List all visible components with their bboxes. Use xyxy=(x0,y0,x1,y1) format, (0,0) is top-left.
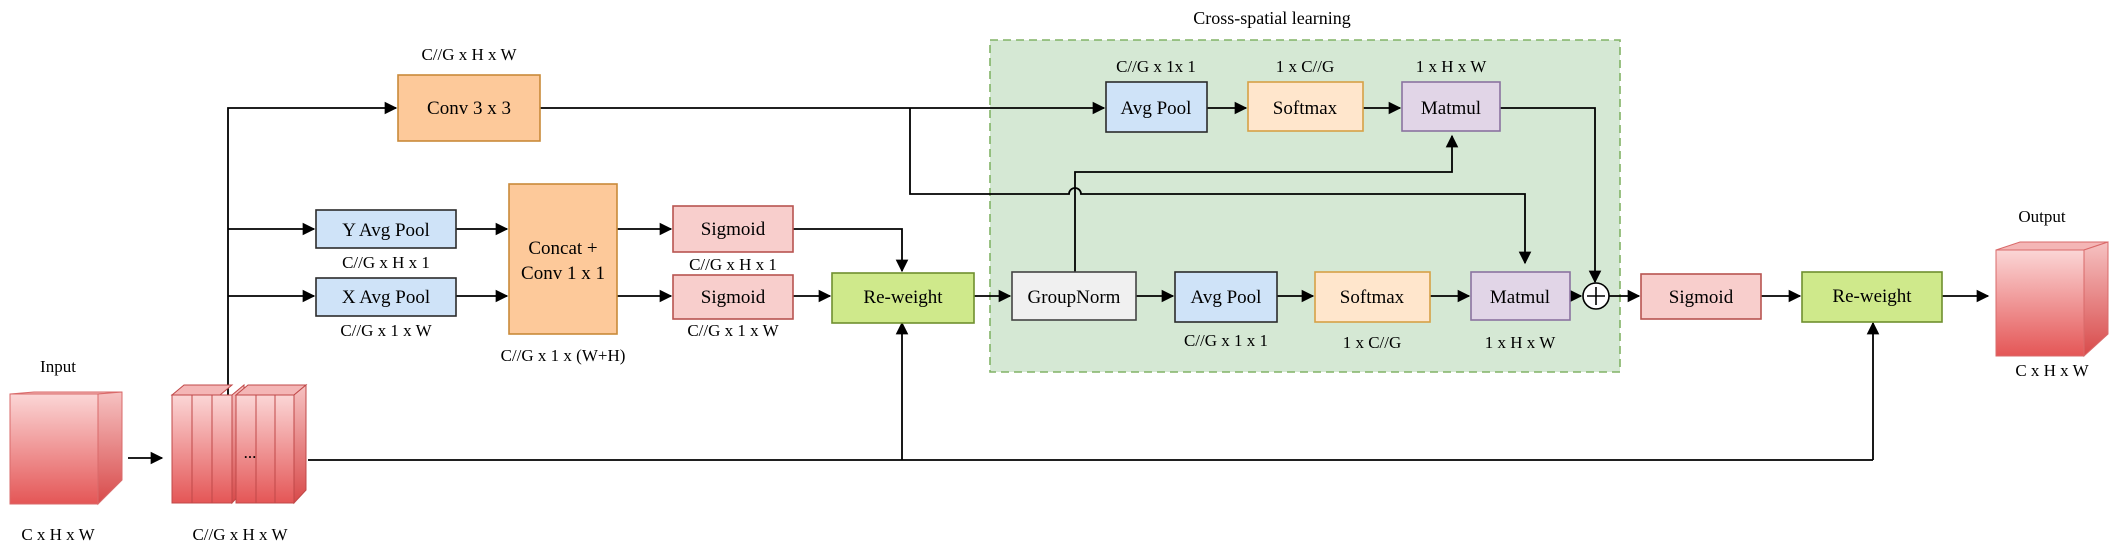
adder-node xyxy=(1582,282,1610,310)
avgpool-top-node: Avg Pool xyxy=(1105,81,1208,133)
xavg-node: X Avg Pool xyxy=(315,277,457,317)
output-cube xyxy=(1995,241,2109,358)
avgpool-top-label: Avg Pool xyxy=(1121,98,1192,119)
sigmoid3-node: Sigmoid xyxy=(1640,273,1762,320)
groupnorm-node: GroupNorm xyxy=(1011,271,1137,321)
softmax-top-node: Softmax xyxy=(1247,81,1364,132)
concat-label-line2: Conv 1 x 1 xyxy=(521,263,605,284)
edges xyxy=(128,101,1990,465)
avgpool-bot-node: Avg Pool xyxy=(1174,271,1278,323)
matmul-top-caption: 1 x H x W xyxy=(1416,57,1487,76)
output-caption: C x H x W xyxy=(2015,361,2089,380)
edge-trunk xyxy=(227,101,398,398)
matmul-bot-label: Matmul xyxy=(1490,287,1550,308)
sigmoid3-label: Sigmoid xyxy=(1669,287,1734,308)
input-title: Input xyxy=(40,357,76,376)
output-title: Output xyxy=(2018,207,2066,226)
sigmoid2-caption: C//G x 1 x W xyxy=(687,321,779,340)
matmul-top-label: Matmul xyxy=(1421,98,1481,119)
softmax-bot-caption: 1 x C//G xyxy=(1343,333,1402,352)
group-caption: C//G x H x W xyxy=(192,525,288,544)
softmax-top-caption: 1 x C//G xyxy=(1276,57,1335,76)
yavg-caption: C//G x H x 1 xyxy=(342,253,430,272)
group-slice-2 xyxy=(191,394,213,504)
yavg-node: Y Avg Pool xyxy=(315,209,457,249)
group-slice-6 xyxy=(274,394,295,504)
conv3-node: Conv 3 x 3 xyxy=(397,74,541,142)
edge-matmul-top-adder xyxy=(1500,107,1602,284)
group-dots: ... xyxy=(244,443,257,462)
region-title: Cross-spatial learning xyxy=(1193,8,1350,28)
avgpool-bot-caption: C//G x 1 x 1 xyxy=(1184,331,1268,350)
matmul-bot-node: Matmul xyxy=(1470,271,1571,321)
sigmoid1-node: Sigmoid xyxy=(672,205,794,253)
matmul-top-node: Matmul xyxy=(1401,81,1501,132)
edge-sig1-reweight xyxy=(793,228,909,273)
sigmoid2-label: Sigmoid xyxy=(701,287,766,308)
input-cube xyxy=(9,391,123,506)
sigmoid1-caption: C//G x H x 1 xyxy=(689,255,777,274)
softmax-bot-label: Softmax xyxy=(1340,287,1405,308)
group-slice-1 xyxy=(171,394,193,504)
group-blocks xyxy=(170,383,308,505)
reweight2-label: Re-weight xyxy=(1832,286,1912,307)
avgpool-top-caption: C//G x 1x 1 xyxy=(1116,57,1196,76)
conv3-caption: C//G x H x W xyxy=(421,45,517,64)
reweight1-node: Re-weight xyxy=(831,272,975,324)
reweight2-node: Re-weight xyxy=(1801,271,1943,323)
group-slice-3 xyxy=(211,394,233,504)
reweight1-label: Re-weight xyxy=(863,287,943,308)
concat-caption: C//G x 1 x (W+H) xyxy=(501,346,626,365)
edge-groupnorm-matmul-top xyxy=(1074,134,1459,272)
input-caption: C x H x W xyxy=(21,525,95,544)
softmax-bot-node: Softmax xyxy=(1314,271,1431,323)
matmul-bot-caption: 1 x H x W xyxy=(1485,333,1556,352)
group-slice-5 xyxy=(255,394,276,504)
softmax-top-label: Softmax xyxy=(1273,98,1338,119)
concat-node: Concat + Conv 1 x 1 xyxy=(508,183,618,335)
xavg-caption: C//G x 1 x W xyxy=(340,321,432,340)
conv3-label: Conv 3 x 3 xyxy=(427,98,511,119)
groupnorm-label: GroupNorm xyxy=(1028,287,1121,308)
xavg-label: X Avg Pool xyxy=(342,287,430,308)
sigmoid2-node: Sigmoid xyxy=(672,274,794,320)
avgpool-bot-label: Avg Pool xyxy=(1191,287,1262,308)
sigmoid1-label: Sigmoid xyxy=(701,219,766,240)
concat-label-line1: Concat + xyxy=(528,238,597,259)
yavg-label: Y Avg Pool xyxy=(342,220,430,241)
